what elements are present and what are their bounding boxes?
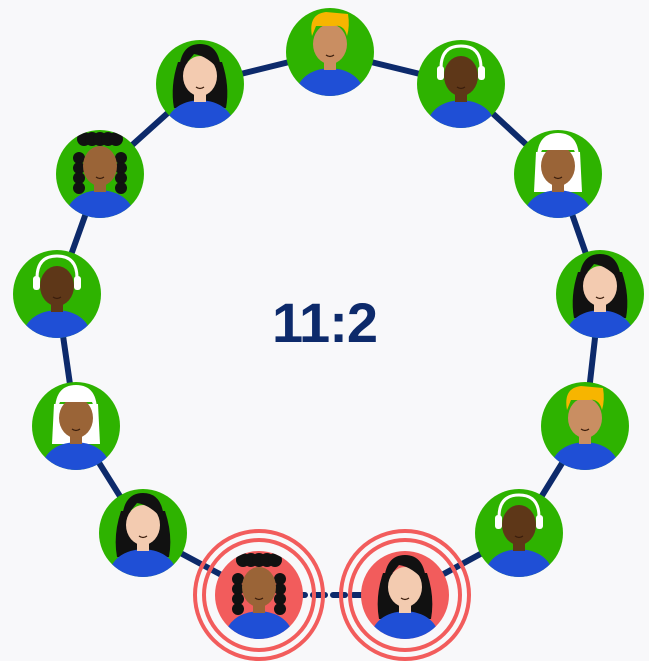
ratio-label: 11:2 [272, 291, 378, 354]
person-12-avatar [56, 130, 144, 218]
person-5-avatar [541, 382, 629, 470]
person-4-avatar [556, 250, 644, 338]
person-3-avatar [514, 130, 602, 218]
person-8-avatar [193, 529, 325, 661]
person-10-avatar [32, 382, 120, 470]
person-2-avatar [417, 40, 505, 128]
person-13-avatar [156, 40, 244, 128]
person-1-avatar [286, 8, 374, 96]
person-6-avatar [475, 489, 563, 577]
person-nodes [13, 8, 644, 661]
person-9-avatar [99, 489, 187, 577]
